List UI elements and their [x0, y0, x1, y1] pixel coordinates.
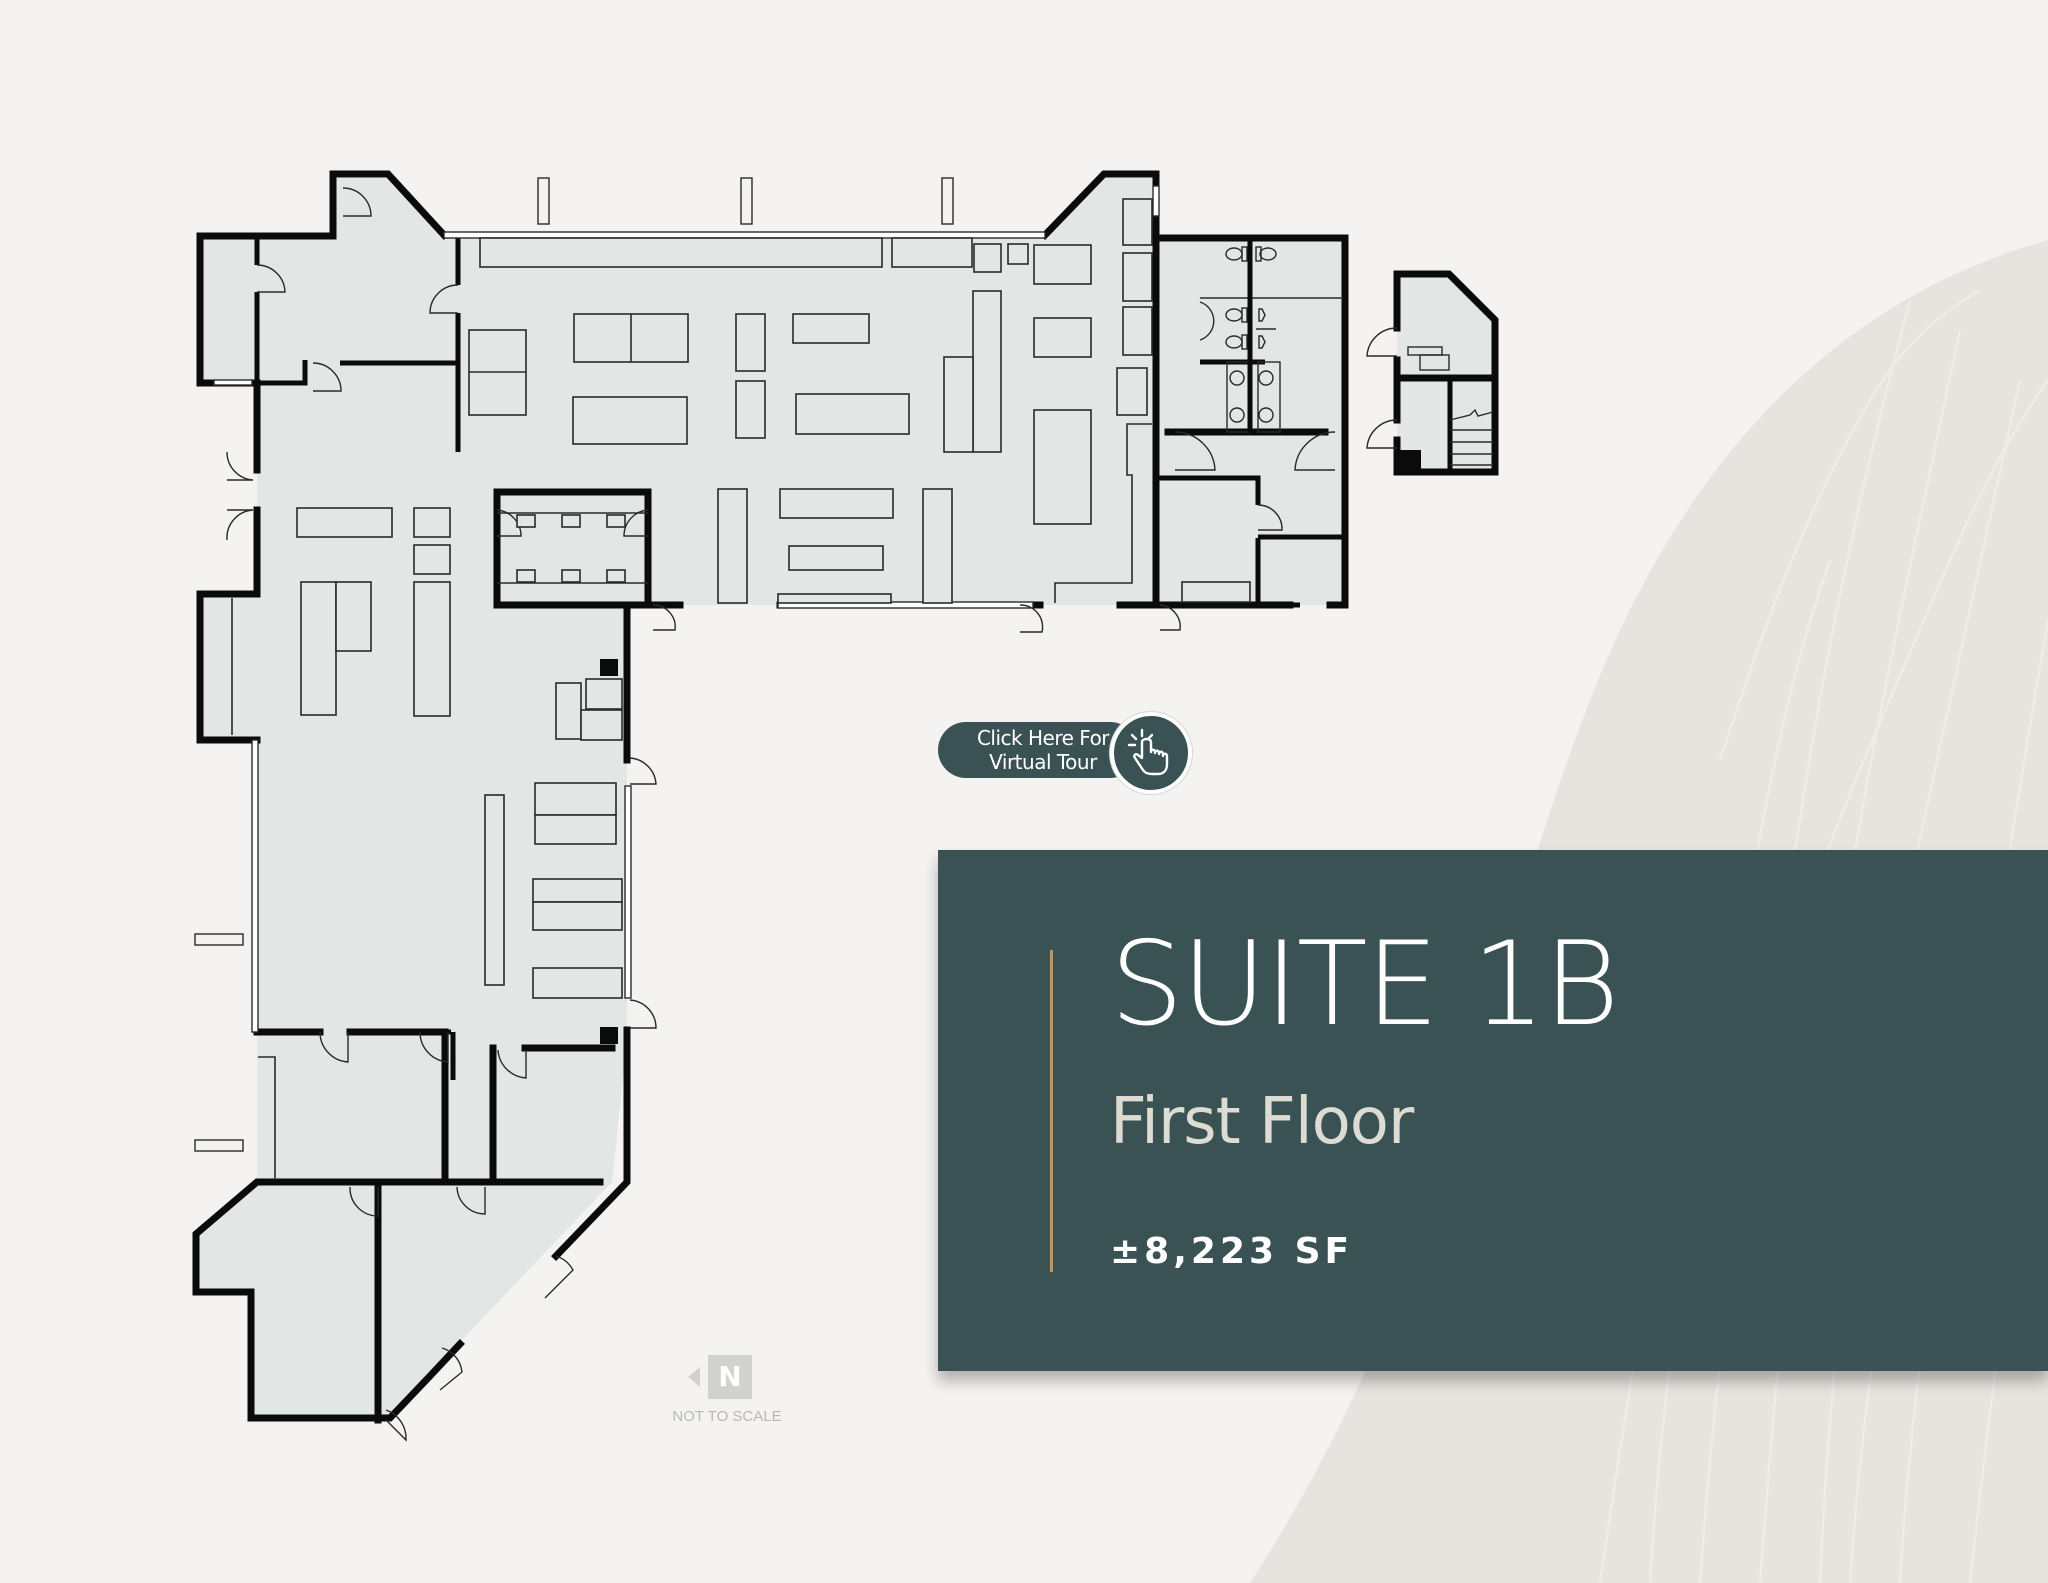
virtual-tour-icon-button[interactable] [1110, 712, 1192, 794]
accent-divider [1050, 950, 1053, 1272]
windows [213, 185, 1160, 1033]
exterior-posts [194, 177, 954, 1152]
north-indicator: N [688, 1355, 778, 1400]
virtual-tour-button[interactable]: Click Here For Virtual Tour [938, 712, 1194, 794]
interior-walls [253, 238, 1345, 1424]
not-to-scale-note: NOT TO SCALE [672, 1408, 782, 1425]
north-arrow-icon [688, 1367, 700, 1387]
virtual-tour-line1: Click Here For [976, 726, 1110, 750]
virtual-tour-label[interactable]: Click Here For Virtual Tour [948, 722, 1138, 778]
restroom-fixtures [1200, 238, 1494, 466]
floor-subtitle: First Floor [1110, 1085, 1414, 1159]
virtual-tour-line2: Virtual Tour [989, 750, 1097, 774]
suite-info-panel: SUITE 1B First Floor ±8,223 SF [938, 850, 2048, 1371]
suite-title: SUITE 1B [1110, 917, 1620, 1052]
fixtures [231, 198, 1251, 1180]
hand-pointer-click-icon [1127, 728, 1169, 776]
door-swings [226, 187, 1398, 1442]
virtual-tour-pill[interactable] [938, 722, 1138, 778]
north-letter: N [708, 1355, 752, 1399]
suite-area: ±8,223 SF [1110, 1231, 1354, 1272]
